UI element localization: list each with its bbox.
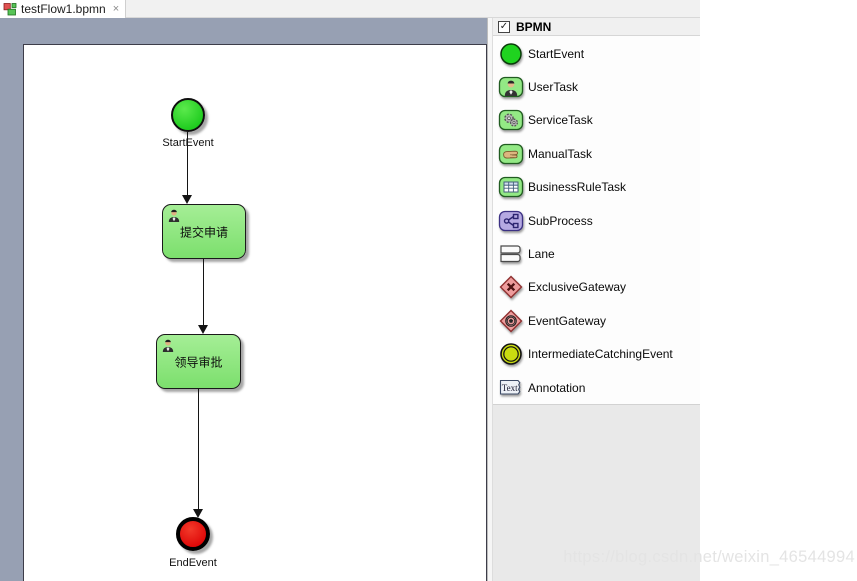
svg-text:Text: Text [502, 383, 518, 393]
palette-item-annotation[interactable]: Text Annotation [493, 371, 700, 404]
bpmn-file-icon [3, 2, 17, 16]
palette-item-eventgateway[interactable]: EventGateway [493, 304, 700, 337]
start-event-icon [497, 42, 525, 66]
palette-item-label: StartEvent [528, 46, 585, 61]
palette-item-servicetask[interactable]: ServiceTask [493, 104, 700, 137]
editor-background: StartEvent 提交申请 [0, 18, 487, 581]
tab-close-icon[interactable]: × [112, 2, 120, 15]
palette-item-exclusivegateway[interactable]: ExclusiveGateway [493, 271, 700, 304]
palette-item-label: ExclusiveGateway [528, 280, 627, 295]
task-label: 提交申请 [179, 225, 228, 239]
arrowhead-icon [198, 325, 208, 334]
palette-item-label: ManualTask [528, 146, 593, 161]
diagram-canvas[interactable]: StartEvent 提交申请 [23, 44, 487, 581]
palette-item-startevent[interactable]: StartEvent [493, 37, 700, 70]
user-icon [168, 209, 180, 227]
manual-task-icon [497, 143, 525, 165]
palette-item-label: Lane [528, 247, 555, 262]
task-label: 领导审批 [174, 355, 223, 369]
arrowhead-icon [182, 195, 192, 204]
annotation-icon: Text [497, 377, 525, 399]
start-event-node[interactable] [171, 98, 205, 132]
sequence-flow-3[interactable] [193, 389, 204, 518]
palette-item-manualtask[interactable]: ManualTask [493, 137, 700, 170]
tab-title: testFlow1.bpmn [21, 2, 106, 16]
subprocess-icon [497, 210, 525, 232]
palette-item-usertask[interactable]: UserTask [493, 70, 700, 103]
service-task-icon [497, 109, 525, 131]
user-task-node-submit[interactable]: 提交申请 [162, 204, 246, 259]
watermark-text: https://blog.csdn.net/weixin_46544994 [563, 548, 855, 566]
exclusive-gateway-icon [497, 275, 525, 299]
palette-item-label: Annotation [528, 380, 586, 395]
palette-item-subprocess[interactable]: SubProcess [493, 204, 700, 237]
palette-sash[interactable] [487, 18, 493, 581]
application-window: testFlow1.bpmn × StartEvent [0, 0, 700, 581]
flow-line [203, 259, 204, 325]
palette-item-label: UserTask [528, 80, 579, 95]
palette-item-label: IntermediateCatchingEvent [528, 347, 673, 362]
palette-item-label: EventGateway [528, 313, 607, 328]
sequence-flow-1[interactable] [182, 132, 193, 204]
palette-footer [493, 404, 700, 581]
palette-title: BPMN [516, 19, 552, 34]
intermediate-catching-event-icon [497, 342, 525, 366]
business-rule-task-icon [497, 176, 525, 198]
palette-header: ✓ BPMN [493, 18, 700, 36]
end-event-label: EndEvent [169, 557, 217, 569]
user-task-node-approve[interactable]: 领导审批 [156, 334, 241, 389]
sequence-flow-2[interactable] [198, 259, 209, 334]
user-icon [162, 339, 174, 357]
check-icon: ✓ [499, 20, 509, 32]
flow-line [187, 132, 188, 195]
palette-item-intermediatecatchingevent[interactable]: IntermediateCatchingEvent [493, 338, 700, 371]
palette-item-label: SubProcess [528, 213, 593, 228]
editor-tab-bar: testFlow1.bpmn × [0, 0, 700, 18]
arrowhead-icon [193, 509, 203, 518]
palette-item-businessruletask[interactable]: BusinessRuleTask [493, 171, 700, 204]
end-event-node[interactable] [176, 517, 210, 551]
palette-item-label: BusinessRuleTask [528, 180, 627, 195]
palette-item-lane[interactable]: Lane [493, 237, 700, 270]
tab-testflow1-bpmn[interactable]: testFlow1.bpmn × [0, 0, 127, 18]
flow-line [198, 389, 199, 509]
bpmn-palette-checkbox[interactable]: ✓ [498, 20, 510, 33]
user-task-icon [497, 76, 525, 98]
palette-item-label: ServiceTask [528, 113, 593, 128]
lane-icon [497, 243, 525, 265]
event-gateway-icon [497, 309, 525, 333]
